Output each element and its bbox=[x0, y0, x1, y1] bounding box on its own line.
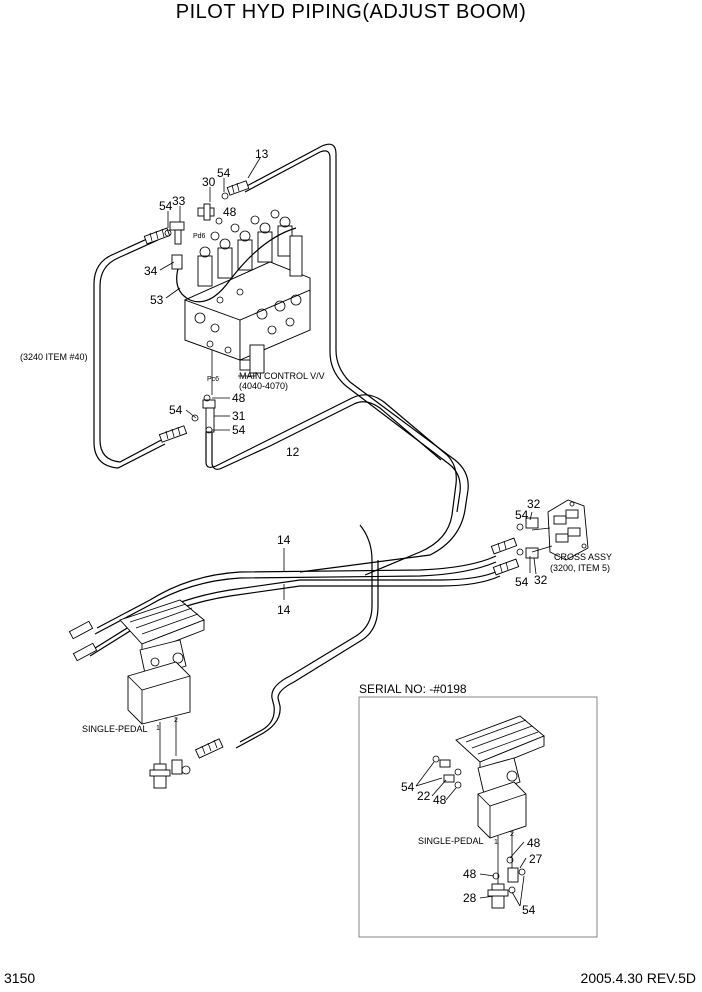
main-control-range: (4040-4070) bbox=[239, 381, 288, 391]
hose-fitting-14-right-b bbox=[492, 558, 520, 576]
hose-12-inner bbox=[211, 401, 442, 470]
serial-box bbox=[358, 696, 598, 938]
callout-30: 30 bbox=[202, 175, 216, 189]
callout-54: 54 bbox=[169, 403, 183, 417]
callout-13: 13 bbox=[255, 147, 269, 161]
callout-14: 14 bbox=[277, 533, 291, 547]
callout-32: 32 bbox=[527, 497, 541, 511]
single-pedal-serial bbox=[432, 715, 545, 909]
fitting-31-48-54 bbox=[191, 394, 216, 434]
ref-3240-label: (3240 ITEM #40) bbox=[20, 352, 88, 362]
port-1-label: 1 bbox=[156, 725, 160, 732]
callout-54: 54 bbox=[515, 508, 529, 522]
hose-fitting-3240-bottom bbox=[158, 425, 188, 443]
callout-22: 22 bbox=[417, 789, 431, 803]
callout-54: 54 bbox=[515, 575, 529, 589]
hose-13 bbox=[242, 143, 469, 573]
callout-48: 48 bbox=[223, 205, 237, 219]
hose-pedal-return bbox=[239, 524, 373, 743]
callout-54: 54 bbox=[217, 166, 231, 180]
cross-assy bbox=[516, 499, 589, 561]
cross-assy-label: CROSS ASSY bbox=[554, 552, 612, 562]
hose-fitting-3240-top bbox=[143, 227, 171, 245]
hose-3240-inner bbox=[93, 233, 166, 469]
callout-32: 32 bbox=[534, 573, 548, 587]
port-pd6-label: Pd6 bbox=[193, 233, 206, 240]
hose-12 bbox=[205, 394, 457, 576]
leader-lines bbox=[159, 157, 537, 907]
hose-fitting-14-right-a bbox=[490, 537, 518, 555]
callout-54: 54 bbox=[159, 199, 173, 213]
callout-54: 54 bbox=[522, 903, 536, 917]
serial-note: SERIAL NO: -#0198 bbox=[359, 682, 467, 696]
callout-54: 54 bbox=[401, 780, 415, 794]
hose-14-upper bbox=[96, 555, 497, 629]
page-number: 3150 bbox=[4, 970, 36, 986]
hose-pedal-return-inner bbox=[235, 560, 379, 749]
pilot-line-53 bbox=[176, 227, 297, 303]
main-control-valve bbox=[183, 209, 311, 395]
callout-48: 48 bbox=[463, 867, 477, 881]
callout-34: 34 bbox=[144, 264, 158, 278]
hose-3240 bbox=[99, 239, 166, 463]
callout-33: 33 bbox=[172, 194, 186, 208]
cross-assy-ref: (3200, ITEM 5) bbox=[550, 563, 610, 573]
hose-13-inner bbox=[244, 150, 461, 513]
revision-label: 2005.4.30 REV.5D bbox=[580, 970, 696, 986]
callout-53: 53 bbox=[150, 293, 164, 307]
hose-fitting-14-left bbox=[68, 620, 98, 662]
port-1-label: 1 bbox=[494, 839, 498, 846]
hose-14-upper-inner bbox=[94, 561, 497, 635]
hose-fitting-13 bbox=[226, 180, 250, 196]
port-2-label: 2 bbox=[174, 717, 178, 724]
main-control-label: MAIN CONTROL V/V bbox=[239, 371, 325, 381]
port-pc6-label: Pc6 bbox=[207, 376, 219, 383]
single-pedal-main bbox=[119, 599, 205, 789]
hose-fitting-pedal bbox=[194, 738, 224, 759]
callout-12: 12 bbox=[286, 445, 300, 459]
callout-27: 27 bbox=[529, 852, 543, 866]
callout-48: 48 bbox=[527, 836, 541, 850]
single-pedal-label: SINGLE-PEDAL bbox=[82, 724, 148, 734]
callout-48: 48 bbox=[433, 793, 447, 807]
port-2-label: 2 bbox=[510, 831, 514, 838]
fitting-30-33-48 bbox=[164, 192, 229, 270]
callout-31: 31 bbox=[232, 409, 246, 423]
callout-48: 48 bbox=[232, 391, 246, 405]
callout-14: 14 bbox=[277, 603, 291, 617]
callout-54: 54 bbox=[232, 423, 246, 437]
single-pedal-label: SINGLE-PEDAL bbox=[418, 836, 484, 846]
page-title: PILOT HYD PIPING(ADJUST BOOM) bbox=[175, 1, 527, 23]
callout-28: 28 bbox=[463, 891, 477, 905]
